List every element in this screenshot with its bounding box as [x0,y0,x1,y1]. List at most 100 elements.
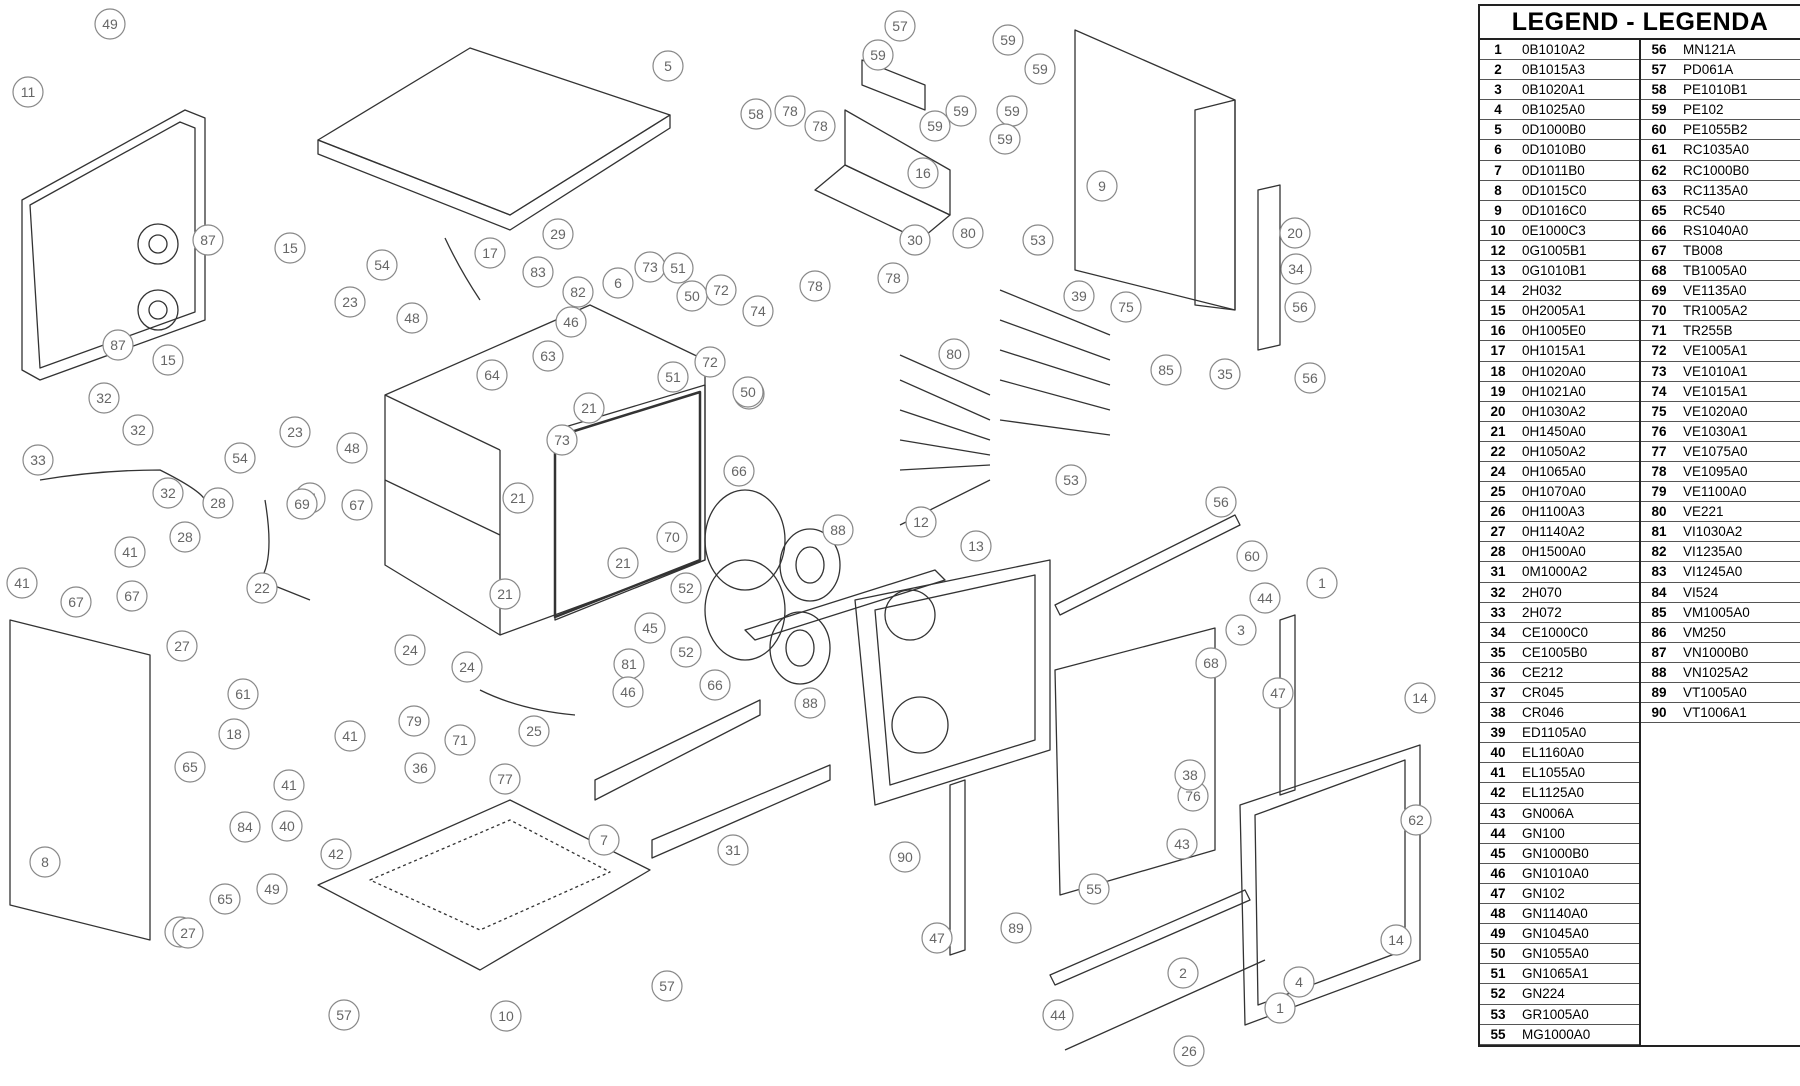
legend-part-number: 66 [1651,222,1667,238]
callout-number: 56 [1213,494,1229,510]
callout-bubble: 13 [960,530,992,562]
callout-number: 11 [21,84,36,100]
legend-part-code: 0M1000A2 [1522,564,1588,580]
legend-part-code: 0H1140A2 [1522,524,1585,540]
callout-circle [489,578,521,610]
callout-number: 32 [160,485,176,501]
callout-bubble: 49 [256,873,288,905]
callout-bubble: 73 [634,251,666,283]
callout-circle [172,917,204,949]
legend-part-code: VI1235A0 [1683,544,1743,560]
legend-part-number: 20 [1490,403,1506,419]
callout-circle [1236,540,1268,572]
legend-part-code: GN1065A1 [1522,966,1589,982]
callout-number: 18 [226,726,242,742]
callout-bubble: 11 [12,76,44,108]
callout-circle [1283,966,1315,998]
callout-number: 17 [482,245,498,261]
callout-number: 25 [526,723,542,739]
legend-part-code: 0H1100A3 [1522,504,1585,520]
callout-number: 9 [1098,178,1106,194]
legend-part-number: 25 [1490,484,1506,500]
callout-circle [670,572,702,604]
callout-bubble: 59 [989,123,1021,155]
callout-bubble: 1 [1306,567,1338,599]
callout-bubble: 89 [1000,912,1032,944]
callout-bubble: 41 [114,536,146,568]
callout-number: 59 [1032,61,1048,77]
callout-bubble: 59 [1024,53,1056,85]
callout-number: 61 [235,686,251,702]
callout-bubble: 8 [29,846,61,878]
callout-bubble: 24 [451,651,483,683]
callout-number: 13 [968,538,984,554]
callout-circle [907,157,939,189]
callout-bubble: 28 [202,487,234,519]
callout-circle [919,110,951,142]
legend-part-number: 39 [1490,725,1506,741]
callout-number: 48 [344,440,360,456]
callout-bubble: 59 [992,24,1024,56]
callout-circle [274,232,306,264]
callout-bubble: 70 [656,521,688,553]
callout-number: 20 [1287,225,1303,241]
callout-number: 35 [1217,366,1233,382]
callout-number: 82 [570,284,586,300]
callout-bubble: 56 [1294,362,1326,394]
callout-bubble: 74 [742,295,774,327]
legend-part-code: VI1245A0 [1683,564,1743,580]
legend-part-number: 4 [1494,102,1502,118]
legend-part-code: VE1010A1 [1683,363,1748,379]
callout-bubble: 59 [996,95,1028,127]
callout-bubble: 31 [717,834,749,866]
callout-number: 1 [1318,575,1326,591]
callout-bubble: 12 [905,506,937,538]
callout-number: 21 [581,400,597,416]
legend-part-code: GN102 [1522,885,1565,901]
callout-bubble: 83 [522,256,554,288]
callout-bubble: 27 [172,917,204,949]
callout-circle [29,846,61,878]
legend-part-code: TB1005A0 [1683,263,1747,279]
callout-bubble: 22 [246,572,278,604]
legend-part-code: 0B1015A3 [1522,62,1586,78]
legend-part-code: 2H032 [1522,283,1562,299]
legend-part-code: 0H1015A1 [1522,343,1586,359]
callout-number: 16 [915,165,931,181]
callout-circle [451,651,483,683]
callout-number: 53 [1030,232,1046,248]
callout-circle [889,841,921,873]
callout-number: 76 [1185,788,1201,804]
callout-number: 56 [1292,299,1308,315]
callout-number: 50 [740,384,756,400]
callout-bubble: 73 [546,424,578,456]
callout-number: 79 [406,713,422,729]
callout-bubble: 39 [1063,280,1095,312]
callout-circle [476,359,508,391]
legend-part-number: 84 [1651,584,1667,600]
callout-bubble: 21 [607,547,639,579]
legend-part-number: 36 [1490,664,1506,680]
legend-part-number: 2 [1494,62,1502,78]
callout-bubble: 32 [122,414,154,446]
callout-number: 67 [349,497,365,513]
callout-circle [1400,804,1432,836]
callout-bubble: 54 [224,442,256,474]
callout-number: 59 [1004,103,1020,119]
callout-number: 54 [232,450,248,466]
legend-part-code: GN1045A0 [1522,926,1589,942]
